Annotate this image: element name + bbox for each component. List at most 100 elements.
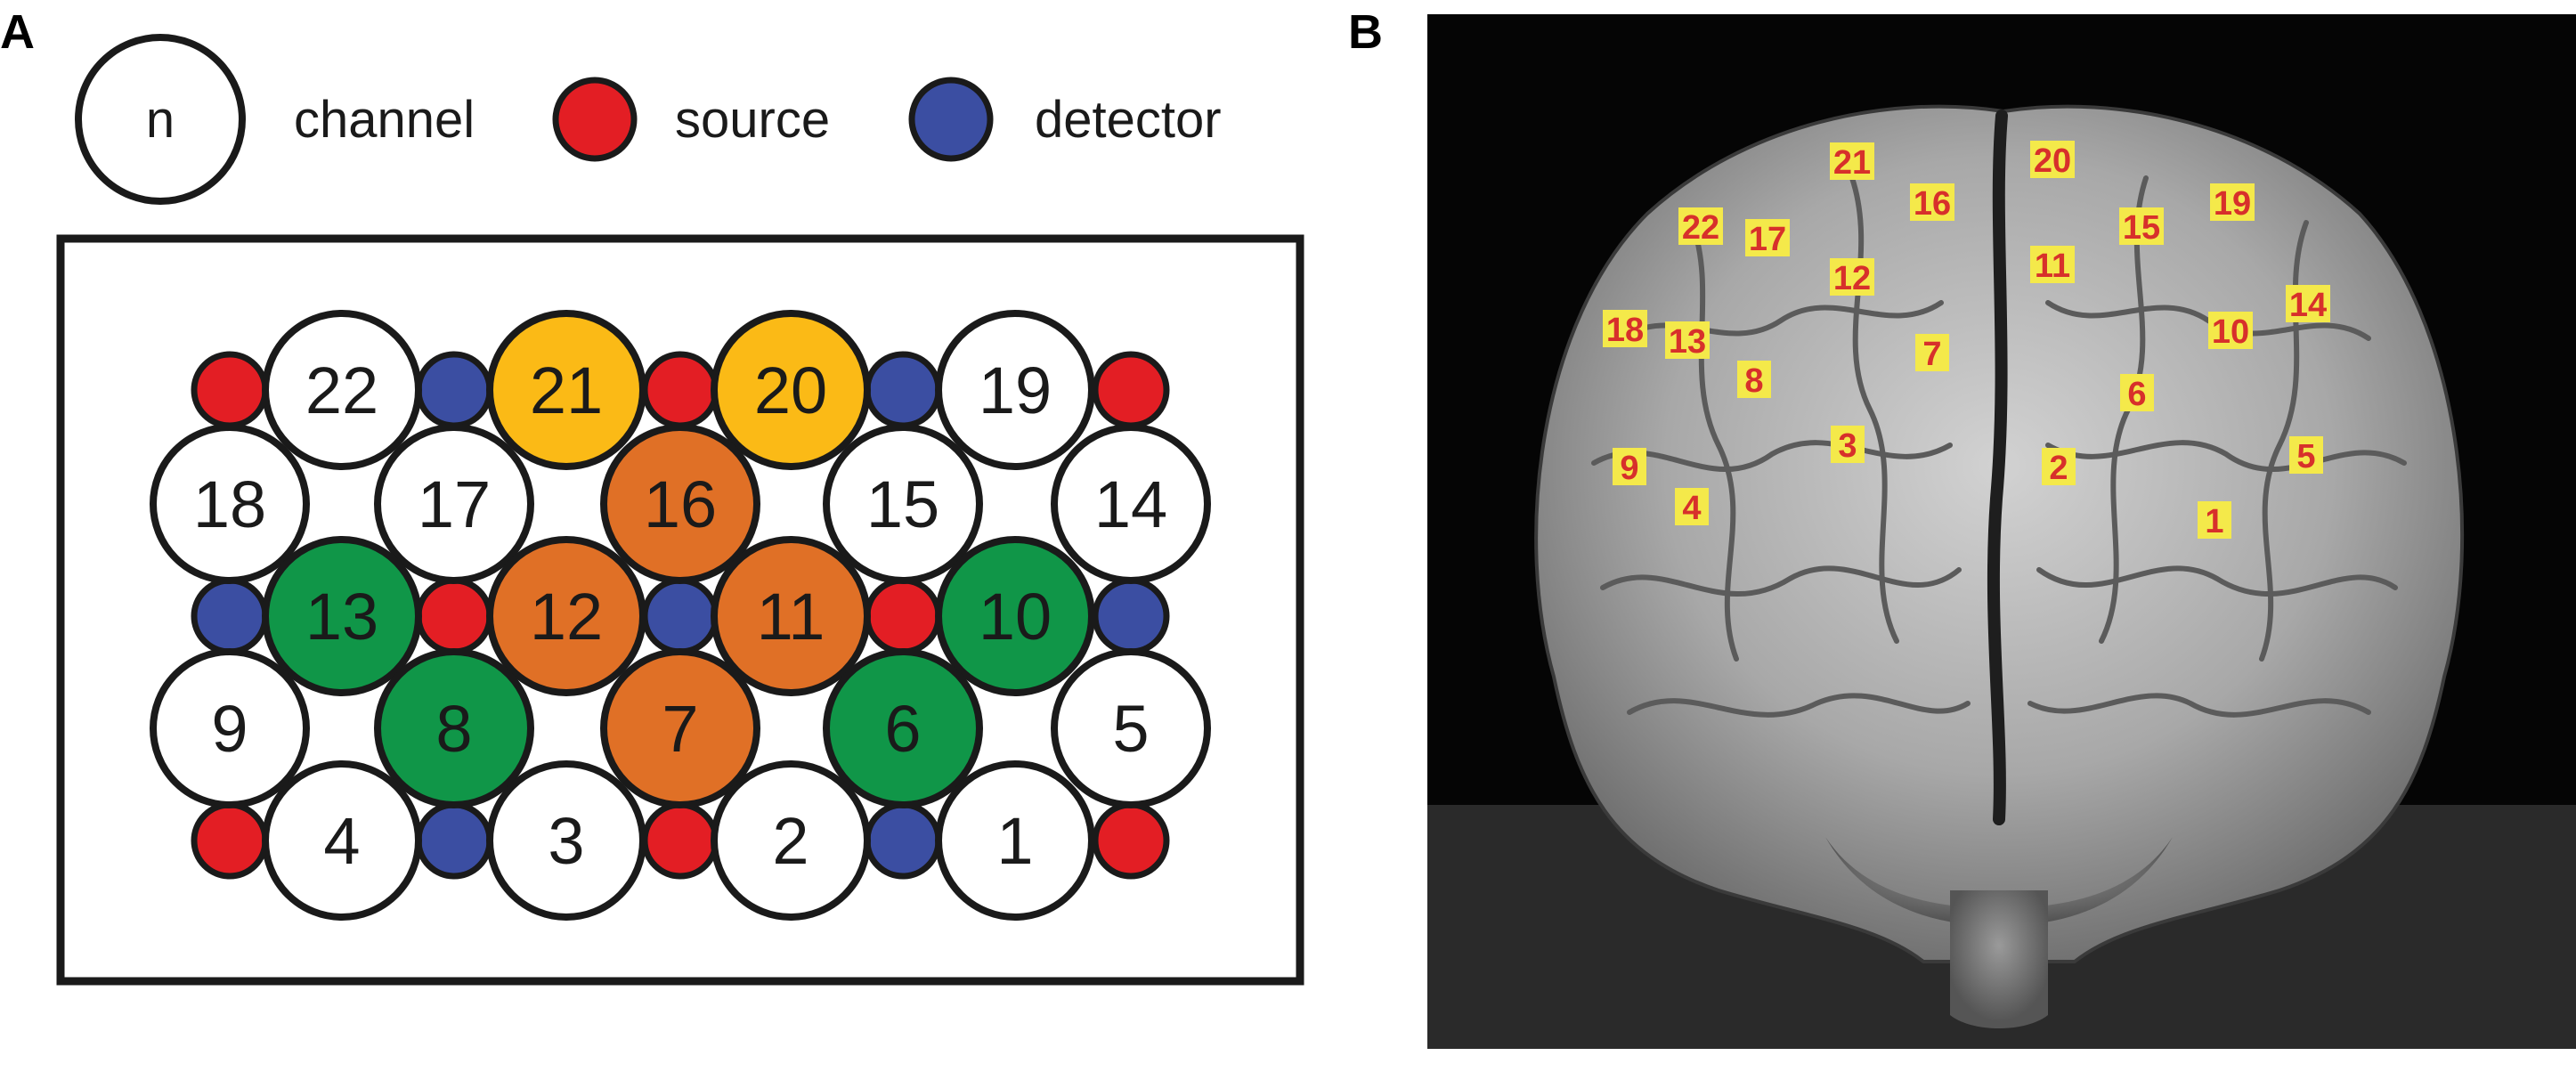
channel-label: 2 — [772, 804, 809, 878]
channel-16: 16 — [600, 424, 760, 584]
brain-fissure — [1987, 110, 2008, 825]
channel-11: 11 — [711, 536, 871, 696]
channel-8: 8 — [374, 648, 534, 808]
channel-circle — [711, 536, 871, 696]
brain-marker — [1665, 321, 1710, 359]
channel-circle — [711, 760, 871, 921]
brain-channel-10: 10 — [2208, 312, 2253, 351]
brain-channel-22: 22 — [1678, 207, 1723, 247]
brain-marker-label: 3 — [1838, 427, 1857, 465]
channel-5: 5 — [1051, 648, 1211, 808]
channel-6: 6 — [823, 648, 983, 808]
brain-marker — [2198, 501, 2231, 539]
channel-label: 6 — [884, 692, 921, 766]
channel-label: 5 — [1112, 692, 1149, 766]
channel-label: 21 — [530, 353, 603, 427]
channel-18: 18 — [150, 424, 310, 584]
brain-marker-label: 15 — [2123, 209, 2160, 247]
channel-circle — [935, 760, 1095, 921]
legend-channel-marker — [75, 34, 246, 205]
source-optode — [864, 577, 942, 655]
legend-detector-label: detector — [1035, 91, 1222, 149]
channel-circle — [1051, 648, 1211, 808]
brain-channel-6: 6 — [2120, 374, 2154, 413]
channel-circle — [262, 310, 422, 470]
brain-channel-14: 14 — [2286, 285, 2330, 324]
channel-circle — [374, 424, 534, 584]
channel-7: 7 — [600, 648, 760, 808]
channel-label: 4 — [323, 804, 360, 878]
detector-optode — [641, 577, 719, 655]
channel-17: 17 — [374, 424, 534, 584]
brain-marker — [2289, 436, 2323, 474]
channel-2: 2 — [711, 760, 871, 921]
legend-source-label: source — [675, 91, 830, 149]
channel-label: 11 — [757, 580, 825, 654]
brain-marker-label: 19 — [2214, 185, 2251, 223]
brain-channel-5: 5 — [2289, 436, 2323, 475]
brain-marker-label: 13 — [1669, 323, 1706, 361]
brain-marker-label: 22 — [1682, 209, 1719, 247]
channel-circle — [374, 648, 534, 808]
brain-marker-label: 16 — [1914, 185, 1951, 223]
brain-marker — [2030, 141, 2075, 178]
channel-15: 15 — [823, 424, 983, 584]
brain-channel-11: 11 — [2030, 246, 2075, 285]
brain-channel-3: 3 — [1831, 426, 1865, 465]
brain-marker-label: 7 — [1922, 336, 1941, 373]
channel-circle — [150, 424, 310, 584]
detector-optode — [864, 351, 942, 429]
channel-circle — [600, 648, 760, 808]
brain-cerebellum — [1825, 837, 2173, 926]
channel-label: 18 — [193, 467, 266, 541]
detector-optode — [415, 801, 493, 880]
channel-4: 4 — [262, 760, 422, 921]
channel-circle — [1051, 424, 1211, 584]
brain-marker — [1613, 448, 1646, 485]
source-optode — [191, 801, 269, 880]
channel-circle — [486, 310, 646, 470]
detector-optode — [415, 351, 493, 429]
channel-label: 20 — [754, 353, 827, 427]
brain-marker — [1745, 219, 1790, 256]
brain-marker-label: 21 — [1833, 144, 1871, 182]
brain-channel-12: 12 — [1830, 258, 1874, 297]
brain-channel-16: 16 — [1910, 183, 1954, 223]
legend-channel-symbol: n — [146, 91, 175, 149]
brain-channel-1: 1 — [2198, 501, 2231, 540]
channel-label: 1 — [996, 804, 1033, 878]
brain-channel-20: 20 — [2030, 141, 2075, 180]
channel-label: 22 — [305, 353, 378, 427]
brain-channel-18: 18 — [1603, 310, 1647, 349]
brain-marker — [2030, 246, 2075, 283]
brain-marker-label: 4 — [1682, 490, 1701, 527]
channel-circle — [150, 648, 310, 808]
channel-label: 7 — [662, 692, 698, 766]
brain-channel-4: 4 — [1675, 488, 1709, 527]
channel-label: 17 — [418, 467, 491, 541]
brain-marker — [2210, 183, 2255, 221]
brain-marker-label: 2 — [2049, 450, 2068, 487]
brain-marker-label: 14 — [2289, 287, 2327, 324]
brain-marker-label: 10 — [2212, 313, 2249, 351]
brain-channel-13: 13 — [1665, 321, 1710, 361]
brain-marker — [1910, 183, 1954, 221]
brain-marker — [1830, 258, 1874, 296]
brain-channel-17: 17 — [1745, 219, 1790, 258]
brain-channel-21: 21 — [1830, 142, 1874, 182]
brain-marker-label: 11 — [2035, 248, 2070, 285]
channel-label: 15 — [866, 467, 939, 541]
brain-marker — [1678, 207, 1723, 245]
source-optode — [1092, 351, 1170, 429]
channel-9: 9 — [150, 648, 310, 808]
brain-marker-label: 12 — [1833, 260, 1871, 297]
brain-marker-label: 8 — [1744, 362, 1763, 400]
channel-circle — [935, 310, 1095, 470]
channel-12: 12 — [486, 536, 646, 696]
channel-circle — [262, 760, 422, 921]
brain-channel-15: 15 — [2119, 207, 2164, 247]
channel-3: 3 — [486, 760, 646, 921]
